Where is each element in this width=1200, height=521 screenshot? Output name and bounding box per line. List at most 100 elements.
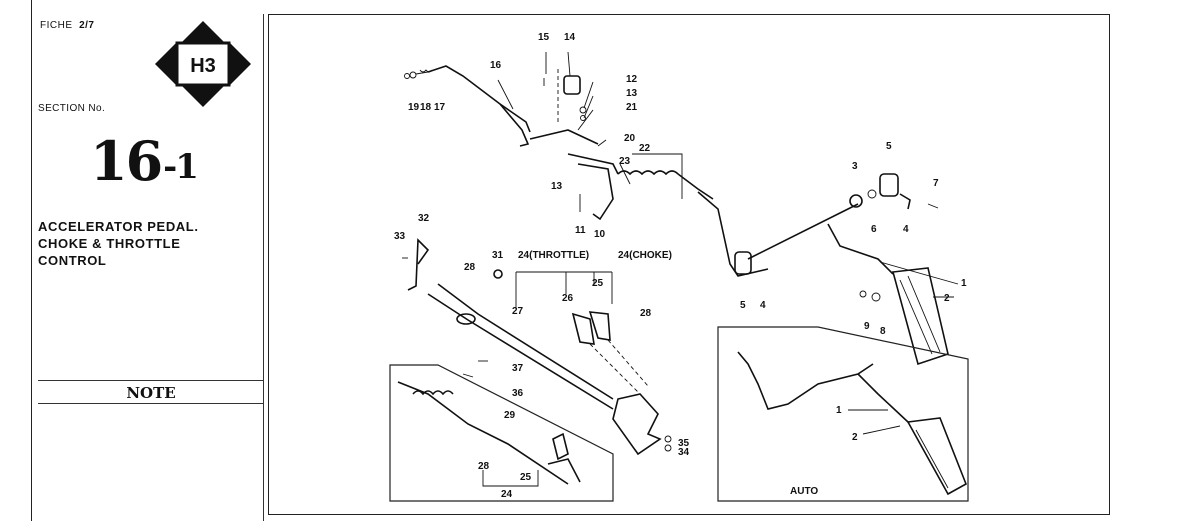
leader-16 [497, 79, 514, 110]
callout-31: 35 [678, 438, 690, 449]
cable-bracket-assembly [567, 153, 714, 221]
bush-5a-shape [734, 251, 752, 275]
clip-32-shape [493, 269, 503, 279]
leader-dash-2 [589, 343, 639, 393]
leader-12 [583, 81, 594, 109]
auto-pedal-rib [915, 429, 949, 489]
shaft-shape [747, 203, 859, 260]
callout-11: 11 [575, 225, 586, 236]
callout-27a: 28 [640, 308, 652, 319]
section-number-sub: -1 [163, 147, 199, 187]
callout-4a: 4 [903, 224, 909, 235]
page-left-rule [31, 0, 32, 521]
callout-29a: 28 [464, 262, 476, 273]
clip-4-shape [899, 193, 911, 210]
callout-18: 18 [420, 102, 432, 113]
cable-27-shape [427, 293, 614, 410]
fiche-text: FICHE [40, 20, 73, 31]
auto-arm-shape [857, 373, 909, 423]
pedal-rib-1 [899, 279, 933, 355]
note-divider-bottom [38, 403, 264, 404]
fiche-number: 2/7 [79, 20, 95, 31]
washer-30-shape [664, 444, 672, 452]
callout-20: 20 [624, 133, 636, 144]
nut-31-shape [664, 435, 672, 443]
pedal-rod-shape [697, 191, 769, 277]
callout-36: 37 [512, 363, 524, 374]
title-line-2: CHOKE & THROTTLE [38, 236, 181, 251]
nut-9-shape [859, 290, 867, 298]
callout-29b: 29 [504, 410, 516, 421]
fiche-label: FICHE 2/7 [40, 20, 94, 31]
nut-12-shape [579, 106, 587, 114]
section-label: SECTION No. [38, 103, 106, 114]
callout-auto-1: 1 [836, 405, 842, 416]
callout-labels: 19 18 17 16 15 14 12 13 21 20 22 23 13 1… [394, 32, 967, 500]
callout-1: 1 [961, 278, 967, 289]
callout-23: 23 [619, 156, 631, 167]
leader-auto-2 [862, 425, 901, 435]
callout-17: 17 [434, 102, 446, 113]
bracket-panel-shape [612, 393, 662, 456]
inset-auto-pedal [717, 326, 969, 502]
inset-boot-shape [412, 390, 454, 396]
callout-27b: 28 [478, 461, 490, 472]
leader-23 [619, 163, 631, 185]
callout-19: 19 [408, 102, 420, 113]
group-label-throttle: 24(THROTTLE) [518, 250, 589, 261]
callout-34: 33 [394, 231, 406, 242]
inset-group-24 [482, 470, 539, 487]
boot-23-shape [617, 170, 679, 176]
inset-cable-shape [397, 381, 569, 485]
inset-lever-shape [547, 458, 581, 483]
inset-knob-shape [552, 432, 569, 461]
bush-5b-shape [879, 173, 899, 197]
page-title: ACCELERATOR PEDAL. CHOKE & THROTTLE CONT… [38, 218, 258, 269]
badge-text: H3 [190, 55, 216, 77]
callout-8: 8 [880, 326, 886, 337]
note-heading: NOTE [126, 384, 176, 402]
leader-22 [632, 153, 683, 199]
callout-14: 14 [564, 32, 576, 43]
badge-arrow-left-icon [155, 42, 177, 86]
stopper-8-shape [871, 292, 881, 302]
section-number: 16-1 [90, 134, 199, 188]
callout-4b: 4 [760, 300, 766, 311]
callout-15: 15 [538, 32, 550, 43]
diagram-frame [268, 14, 1110, 515]
inset-box-left [389, 364, 614, 502]
screw-35-shape [462, 373, 474, 378]
callout-6: 6 [871, 224, 877, 235]
callout-2: 2 [944, 293, 950, 304]
bracket-14-shape [563, 75, 581, 95]
auto-label: AUTO [790, 486, 818, 497]
washer-13a-shape [580, 115, 586, 121]
pedal-arm-shape [827, 223, 894, 275]
callout-5a: 5 [886, 141, 892, 152]
throttle-rod-assembly [404, 65, 599, 147]
bracket-10-shape [577, 163, 614, 221]
callout-32: 31 [492, 250, 504, 261]
callout-24: 24 [501, 489, 513, 500]
bracket-33-shape [407, 238, 430, 291]
rod-arm-shape [499, 103, 530, 147]
leader-lines [482, 51, 959, 487]
spring-17-shape [419, 69, 433, 73]
callout-12: 12 [626, 74, 638, 85]
pin-19-shape [404, 73, 410, 79]
knob-26-shape [571, 312, 595, 345]
rod-16-shape [427, 65, 531, 133]
callout-22: 22 [639, 143, 651, 154]
auto-rod-shape [737, 351, 874, 410]
leader-13a [583, 95, 594, 119]
title-line-1: ACCELERATOR PEDAL. [38, 219, 199, 234]
cable-28-shape [437, 283, 614, 400]
inset-alt-cable [389, 364, 614, 502]
spring-3-shape [849, 194, 863, 208]
leader-1 [879, 261, 959, 285]
callout-33: 32 [418, 213, 430, 224]
callout-auto-2: 2 [852, 432, 858, 443]
callout-13a: 13 [626, 88, 638, 99]
callout-25b: 25 [520, 472, 532, 483]
callout-21: 21 [626, 102, 638, 113]
